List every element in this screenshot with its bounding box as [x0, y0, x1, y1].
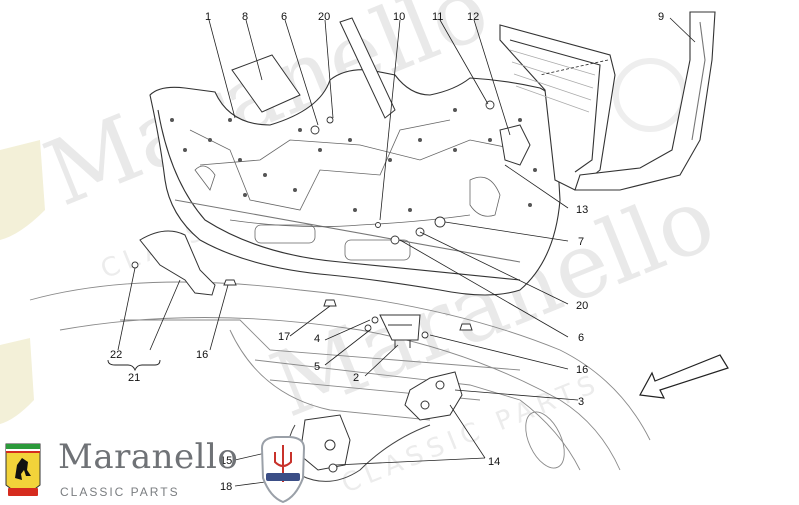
callout-labels: 1 8 6 20 10 11 12 9 13 7 20 6 16 3 14 17… [110, 11, 664, 493]
watermark-shield-left-2 [0, 338, 34, 424]
callout-12: 12 [467, 11, 479, 23]
callout-4: 4 [314, 333, 320, 345]
frame-9 [499, 11, 716, 191]
lock-assembly-3 [404, 371, 463, 421]
callout-7: 7 [578, 236, 584, 248]
side-cover-21 [139, 230, 216, 296]
callout-14: 14 [488, 456, 500, 468]
callout-15: 15 [220, 455, 232, 467]
leader-lines [117, 17, 696, 487]
callout-2: 2 [353, 372, 359, 384]
brand-name: Maranello [58, 437, 239, 477]
callout-3: 3 [578, 396, 584, 408]
callout-18: 18 [220, 481, 232, 493]
fasteners [131, 100, 495, 339]
strip-20 [339, 17, 396, 119]
callout-20-right: 20 [576, 300, 588, 312]
callout-5: 5 [314, 361, 320, 373]
callout-6-top: 6 [281, 11, 287, 23]
callout-13: 13 [576, 204, 588, 216]
bumpers [223, 279, 473, 331]
center-hinge-2 [379, 314, 421, 348]
hinge-12 [499, 124, 531, 166]
callout-10: 10 [393, 11, 405, 23]
lock-assembly-14 [299, 414, 351, 473]
bracket-8 [231, 54, 301, 113]
callout-21: 21 [128, 372, 140, 384]
callout-22: 22 [110, 349, 122, 361]
callout-8: 8 [242, 11, 248, 23]
callout-9: 9 [658, 11, 664, 23]
brand-subtitle: CLASSIC PARTS [60, 485, 180, 499]
group-bracket-21 [107, 359, 161, 372]
watermark-trident-badge [613, 58, 687, 132]
trident-badge-logo [260, 436, 306, 504]
direction-arrow-icon [639, 354, 729, 399]
callout-16-left: 16 [196, 349, 208, 361]
callout-20-top: 20 [318, 11, 330, 23]
watermark-shield-left [0, 140, 45, 240]
rear-lid-panel [149, 69, 561, 296]
callout-16-right: 16 [576, 364, 588, 376]
callout-11: 11 [432, 11, 443, 23]
callout-17: 17 [278, 331, 290, 343]
brand-shield-logo [5, 443, 41, 496]
callout-1: 1 [205, 11, 211, 23]
callout-6-right: 6 [578, 332, 584, 344]
